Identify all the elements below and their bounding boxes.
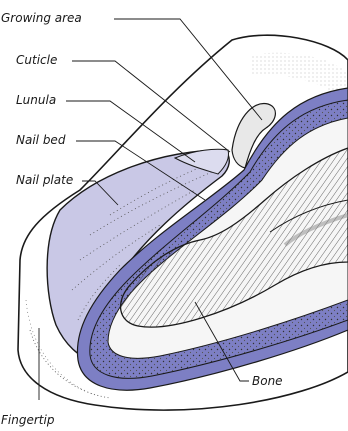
label-nail-plate: Nail plate xyxy=(16,173,73,187)
label-cuticle: Cuticle xyxy=(16,53,57,67)
label-nail-bed: Nail bed xyxy=(16,133,65,147)
label-growing-area: Growing area xyxy=(1,11,82,25)
label-fingertip: Fingertip xyxy=(1,413,54,427)
label-lunula: Lunula xyxy=(16,93,56,107)
label-bone: Bone xyxy=(252,374,283,388)
